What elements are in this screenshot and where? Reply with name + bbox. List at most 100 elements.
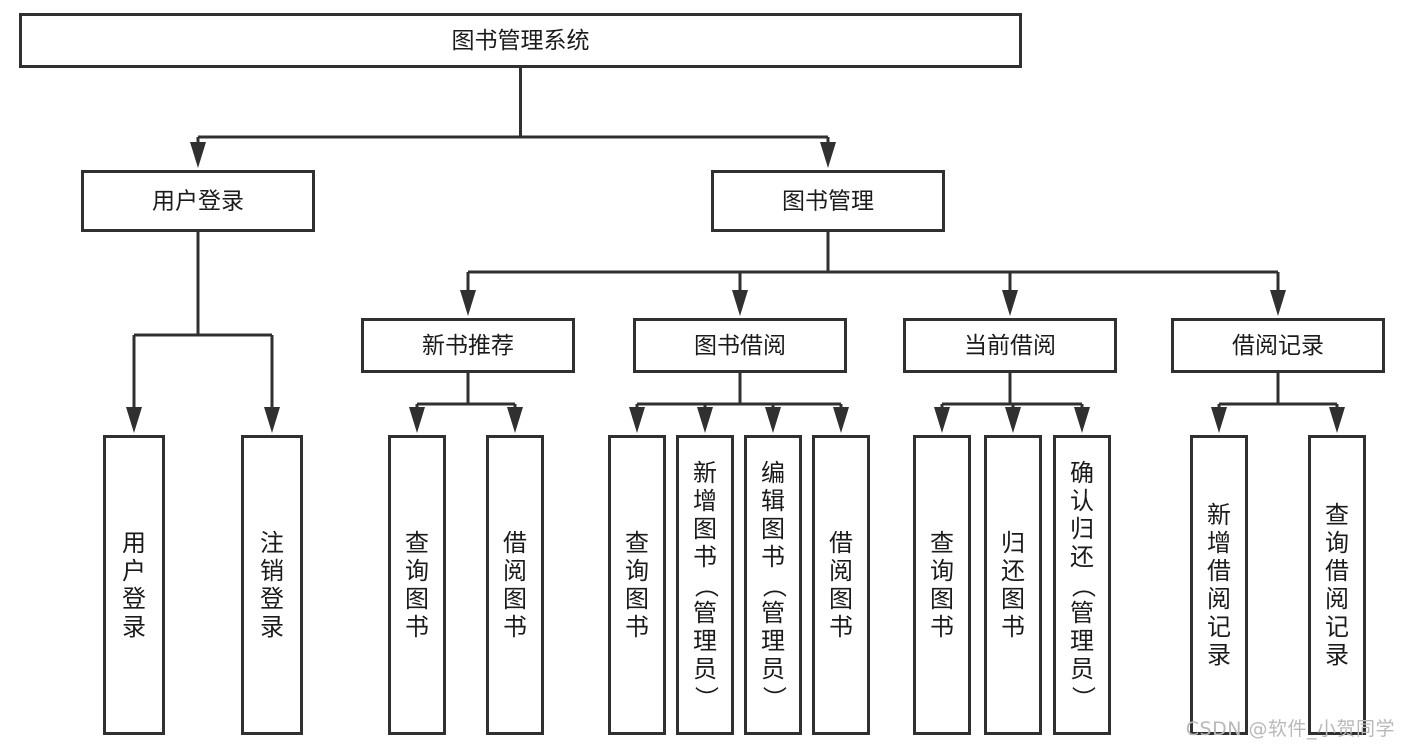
node-label-char: 询 [625, 557, 649, 585]
node-label-char: 查 [1325, 501, 1349, 529]
node-label-char: 管 [693, 599, 717, 627]
node-label: 图书管理 [782, 189, 874, 215]
node-leaf-user-login[interactable]: 用户登录 [103, 435, 165, 735]
node-label-char: 图 [761, 515, 785, 543]
node-label-char: 员 [693, 655, 717, 683]
node-box [633, 318, 847, 373]
node-label-char: （ [692, 574, 720, 598]
node-box [361, 318, 575, 373]
node-box [1053, 435, 1111, 735]
node-label-char: 管 [1070, 599, 1094, 627]
arrow-head-icon [1270, 290, 1286, 316]
node-label-char: 增 [1207, 529, 1231, 557]
node-box [486, 435, 544, 735]
node-label-char: 图 [829, 585, 853, 613]
node-book-management[interactable]: 图书管理 [711, 170, 945, 232]
arrow-head-icon [507, 407, 523, 433]
connector-conn-book-management [460, 232, 1286, 316]
node-box [744, 435, 802, 735]
arrow-head-icon [833, 407, 849, 433]
node-label-char: 员 [1070, 655, 1094, 683]
node-label-char: 销 [260, 557, 284, 585]
node-layer: 图书管理系统用户登录图书管理新书推荐图书借阅当前借阅借阅记录用户登录注销登录查询… [19, 13, 1385, 735]
node-label-char: 归 [1001, 529, 1025, 557]
node-borrow-record[interactable]: 借阅记录 [1171, 318, 1385, 373]
node-label-char: 管 [761, 599, 785, 627]
arrow-head-icon [1074, 407, 1090, 433]
node-label-char: 图 [1001, 585, 1025, 613]
connector-conn-new-book-recommend [409, 373, 523, 433]
node-label: 新书推荐 [422, 333, 514, 359]
node-book-borrow[interactable]: 图书借阅 [633, 318, 847, 373]
node-label-char: 图 [405, 585, 429, 613]
node-box [903, 318, 1117, 373]
node-current-borrow[interactable]: 当前借阅 [903, 318, 1117, 373]
connector-conn-current-borrow [934, 373, 1090, 433]
arrow-head-icon [190, 142, 206, 168]
node-label-char: 阅 [829, 557, 853, 585]
node-box [81, 170, 315, 232]
node-box [1171, 318, 1385, 373]
arrow-head-icon [765, 407, 781, 433]
node-label-char: 登 [260, 585, 284, 613]
node-label-char: 查 [405, 529, 429, 557]
node-box [241, 435, 303, 735]
node-box [711, 170, 945, 232]
connector-conn-root [190, 68, 836, 168]
node-label-char: 录 [122, 613, 146, 641]
node-label-char: 记 [1325, 613, 1349, 641]
node-label-char: 阅 [1325, 585, 1349, 613]
node-box [1308, 435, 1366, 735]
arrow-head-icon [732, 290, 748, 316]
arrow-head-icon [409, 407, 425, 433]
node-label-char: 登 [122, 585, 146, 613]
node-label-char: 阅 [503, 557, 527, 585]
arrow-head-icon [460, 290, 476, 316]
node-label-char: （ [1069, 574, 1097, 598]
connector-layer [126, 68, 1345, 433]
node-label-char: 新 [693, 459, 717, 487]
node-box [103, 435, 165, 735]
arrow-head-icon [1211, 407, 1227, 433]
node-label-char: 还 [1070, 543, 1094, 571]
node-label-char: 员 [761, 655, 785, 683]
node-label-char: （ [760, 574, 788, 598]
node-label-char: 编 [761, 459, 785, 487]
node-label-char: 借 [503, 529, 527, 557]
arrow-head-icon [264, 407, 280, 433]
node-label-char: 图 [693, 515, 717, 543]
node-box [19, 13, 1022, 68]
node-label-char: 新 [1207, 501, 1231, 529]
node-label-char: 书 [625, 613, 649, 641]
arrow-head-icon [1002, 290, 1018, 316]
node-label-char: 辑 [761, 487, 785, 515]
node-label: 图书管理系统 [452, 28, 590, 54]
node-box [1190, 435, 1248, 735]
node-box [608, 435, 666, 735]
arrow-head-icon [697, 407, 713, 433]
node-root[interactable]: 图书管理系统 [19, 13, 1022, 68]
arrow-head-icon [1005, 407, 1021, 433]
node-label-char: 户 [122, 557, 146, 585]
node-box [913, 435, 971, 735]
node-box [676, 435, 734, 735]
node-user-login[interactable]: 用户登录 [81, 170, 315, 232]
node-label-char: 借 [1207, 557, 1231, 585]
node-label-char: 询 [405, 557, 429, 585]
node-new-book-recommend[interactable]: 新书推荐 [361, 318, 575, 373]
node-label-char: 书 [693, 543, 717, 571]
node-label-char: 录 [1207, 641, 1231, 669]
